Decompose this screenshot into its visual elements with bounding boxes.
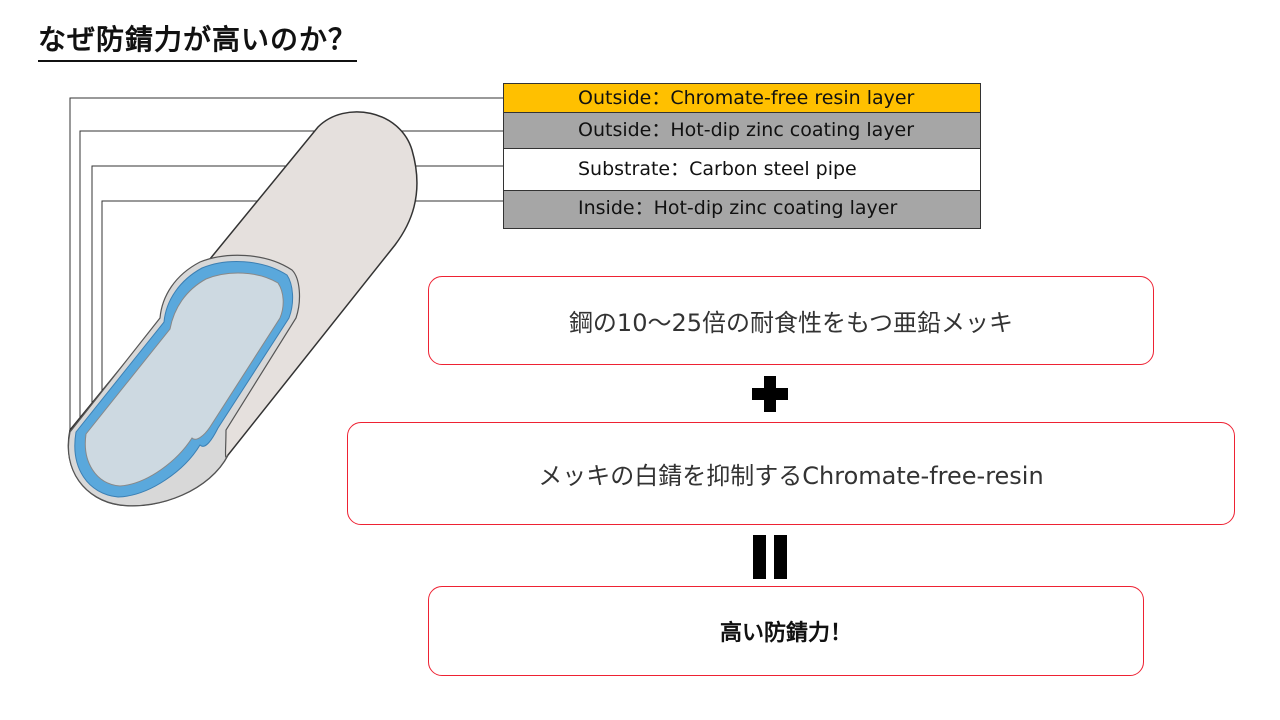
equals-icon	[753, 535, 787, 579]
legend-row-inner-zinc-layer: Inside：Hot-dip zinc coating layer	[504, 191, 980, 228]
layer-legend: Outside：Chromate-free resin layer Outsid…	[503, 83, 981, 229]
legend-row-outer-zinc-layer: Outside：Hot-dip zinc coating layer	[504, 113, 980, 149]
zinc-plating-box: 鋼の10～25倍の耐食性をもつ亜鉛メッキ	[428, 276, 1154, 365]
resin-box: メッキの白錆を抑制するChromate-free-resin	[347, 422, 1235, 525]
pipe-body	[67, 111, 418, 507]
legend-row-resin-layer: Outside：Chromate-free resin layer	[504, 84, 980, 113]
leader-line-resin	[69, 97, 563, 430]
legend-row-substrate: Substrate：Carbon steel pipe	[504, 149, 980, 191]
plus-icon	[752, 376, 788, 412]
page-title: なぜ防錆力が高いのか？	[38, 18, 358, 62]
result-box: 高い防錆力！	[428, 586, 1144, 676]
